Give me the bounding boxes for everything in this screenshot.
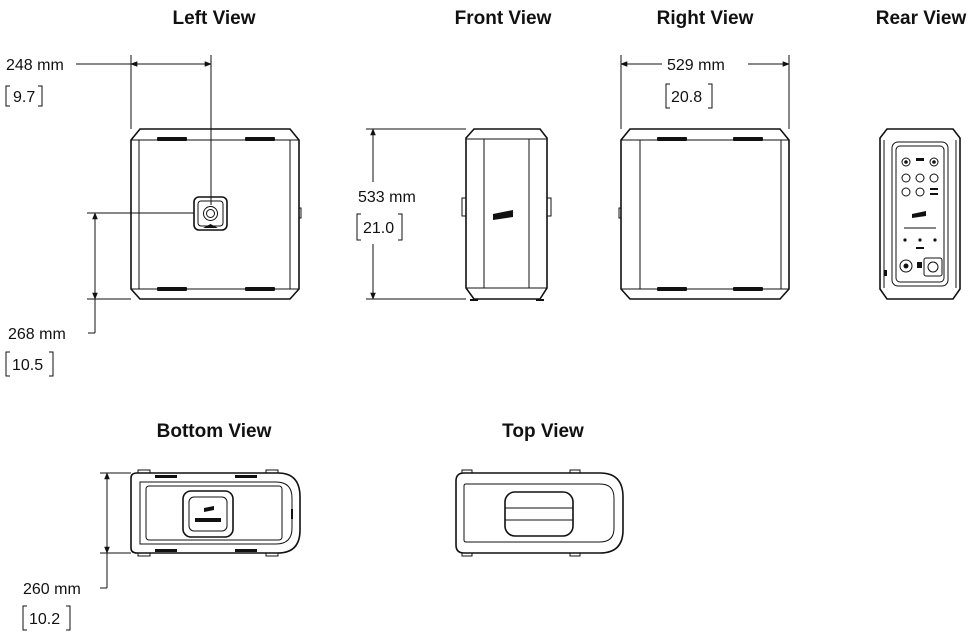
front-view-drawing [461,128,552,301]
top-view-title: Top View [502,421,584,442]
bottom-depth-dimension: 260 mm 10.2 [22,472,131,631]
top-view-drawing [455,469,624,557]
left-height-inches: 10.5 [12,357,43,374]
right-width-dimension: 529 mm 20.8 [620,55,790,129]
front-height-mm: 533 mm [358,189,416,206]
left-view-title: Left View [172,8,255,29]
right-view-title: Right View [657,8,754,29]
bottom-view-title: Bottom View [157,421,272,442]
left-width-mm: 248 mm [6,57,64,74]
bottom-depth-mm: 260 mm [23,581,81,598]
rear-view-title: Rear View [876,8,967,29]
left-view-drawing [130,128,302,300]
left-width-inches: 9.7 [13,89,35,106]
left-height-mm: 268 mm [8,326,66,343]
left-height-dimension: 268 mm 10.5 [5,212,194,377]
right-width-mm: 529 mm [667,57,725,74]
rear-view-drawing [879,128,961,300]
bottom-view-drawing [130,469,301,557]
front-height-inches: 21.0 [363,220,394,237]
bottom-depth-inches: 10.2 [29,611,60,628]
right-view-drawing [618,128,790,300]
front-view-title: Front View [455,8,552,29]
right-width-inches: 20.8 [671,89,702,106]
bose-logo-icon [493,210,513,220]
left-width-dimension: 248 mm 9.7 [5,55,212,205]
front-height-dimension: 533 mm 21.0 [356,128,466,300]
